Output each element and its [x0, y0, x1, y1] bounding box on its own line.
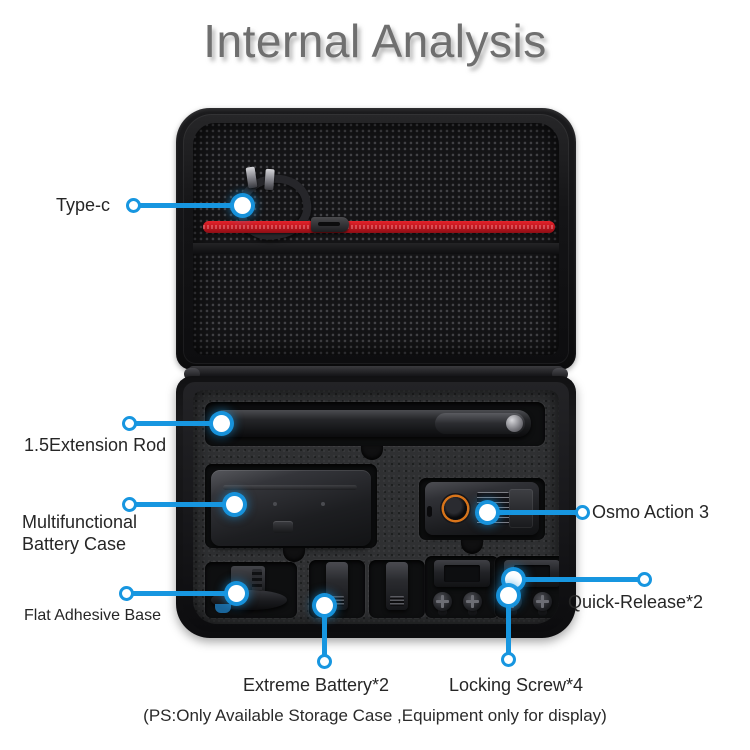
usb-c-connector	[264, 168, 275, 191]
callout-ring	[122, 497, 137, 512]
callout-ring	[575, 505, 590, 520]
callout-line	[322, 608, 327, 660]
callout-label-quick-release: Quick-Release*2	[568, 592, 704, 612]
locking-screw-shaft	[508, 607, 517, 616]
disclaimer-text: (PS:Only Available Storage Case ,Equipme…	[143, 706, 607, 725]
quick-release-mount	[434, 560, 490, 587]
callout-ring	[317, 654, 332, 669]
mesh-pocket	[193, 123, 559, 355]
camera-battery-door	[509, 489, 533, 528]
usb-c-connector	[245, 166, 258, 189]
callout-label-locking-screw: Locking Screw*4	[449, 675, 584, 695]
callout-line	[125, 591, 240, 596]
extreme-battery	[386, 562, 408, 610]
callout-ring	[501, 652, 516, 667]
callout-target-dot	[234, 197, 251, 214]
finger-notch	[283, 548, 305, 562]
page-title: Internal Analysis	[203, 15, 547, 67]
callout-ring	[122, 416, 137, 431]
finger-notch	[461, 540, 483, 554]
extension-rod-segment	[435, 413, 525, 434]
callout-line	[128, 421, 228, 426]
locking-screw-head	[463, 592, 482, 611]
callout-target-dot	[479, 504, 496, 521]
camera-lens	[444, 497, 467, 520]
locking-screw-head	[433, 592, 452, 611]
callout-ring	[126, 198, 141, 213]
callout-target-dot	[226, 496, 243, 513]
locking-screw	[431, 590, 455, 616]
callout-target-dot	[505, 571, 522, 588]
extension-rod-knob	[506, 415, 523, 432]
battery-case-seam	[223, 485, 357, 490]
callout-label-battery-case-line2: Battery Case	[22, 533, 127, 554]
callout-label-osmo-action-3: Osmo Action 3	[592, 502, 710, 522]
locking-screw-head	[533, 592, 552, 611]
locking-screw	[461, 590, 485, 616]
callout-label-adhesive-base: Flat Adhesive Base	[24, 607, 161, 624]
extension-rod	[211, 410, 531, 437]
extreme-battery	[326, 562, 348, 610]
camera-port	[427, 506, 432, 517]
callout-line	[487, 510, 582, 515]
callout-label-battery-case-line1: Multifunctional	[22, 512, 138, 532]
adhesive-pull-tab	[215, 604, 231, 613]
locking-screw	[531, 590, 555, 616]
storage-case-photo	[176, 108, 576, 638]
zipper-teeth	[203, 225, 555, 229]
zipper-pull	[311, 217, 349, 232]
foam-tray	[193, 390, 559, 624]
locking-screw-shaft	[468, 607, 477, 616]
case-lid	[176, 108, 576, 370]
finger-notch	[361, 446, 383, 460]
callout-line	[513, 577, 643, 582]
callout-ring	[119, 586, 134, 601]
battery-case-led	[321, 502, 325, 506]
callout-target-dot	[213, 415, 230, 432]
osmo-action-3-camera	[425, 482, 539, 535]
callout-label-extension-rod: 1.5Extension Rod	[24, 435, 167, 455]
callout-target-dot	[316, 597, 333, 614]
mesh-seam	[193, 243, 559, 254]
callout-label-battery-case: Multifunctional Battery Case	[22, 512, 137, 556]
red-zipper	[203, 221, 555, 233]
battery-case-led	[273, 502, 277, 506]
locking-screw-shaft	[538, 607, 547, 616]
callout-label-extreme-battery: Extreme Battery*2	[243, 675, 390, 695]
battery-case-button	[273, 521, 293, 533]
callout-target-dot	[500, 587, 517, 604]
callout-line	[128, 502, 240, 507]
callout-line	[132, 203, 250, 208]
callout-target-dot	[228, 585, 245, 602]
locking-screw-shaft	[438, 607, 447, 616]
callout-line	[506, 598, 511, 656]
callout-ring	[637, 572, 652, 587]
callout-label-type-c: Type-c	[56, 195, 111, 215]
